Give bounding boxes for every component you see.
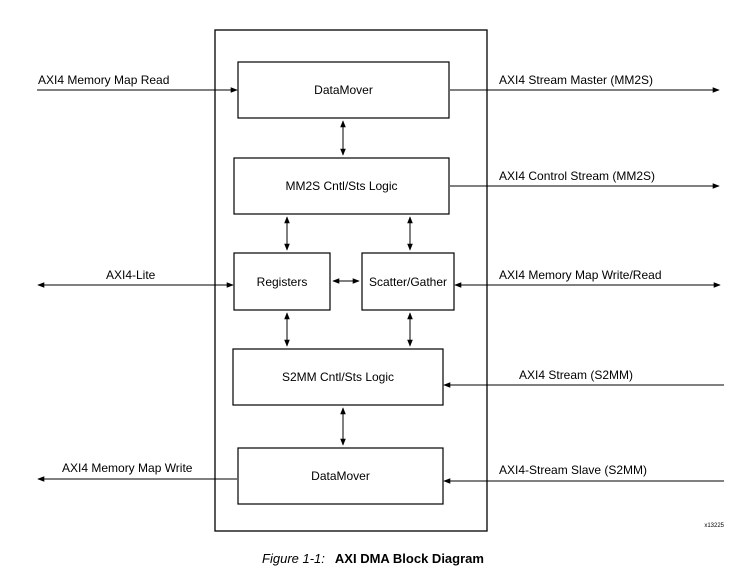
mm2s-logic-block: MM2S Cntl/Sts Logic [233,157,450,215]
axi4-control-stream-label: AXI4 Control Stream (MM2S) [499,169,655,183]
figure-caption: Figure 1-1: AXI DMA Block Diagram [262,551,484,566]
mm2s-logic-label: MM2S Cntl/Sts Logic [285,179,397,193]
axi4-stream-slave-label: AXI4-Stream Slave (S2MM) [499,463,647,477]
scatter-gather-label: Scatter/Gather [369,275,447,289]
axi-dma-core-frame [214,29,488,532]
axi4-lite-label: AXI4-Lite [106,268,156,282]
figure-reference-id: x13225 [704,523,724,529]
s2mm-logic-label: S2MM Cntl/Sts Logic [282,370,394,384]
datamover-top-label: DataMover [314,83,373,97]
axi4-mm-write-label: AXI4 Memory Map Write [62,461,193,475]
axi4-stream-s2mm-label: AXI4 Stream (S2MM) [519,368,633,382]
figure-caption-label: Figure 1-1: [262,551,325,566]
registers-label: Registers [257,275,308,289]
datamover-top-block: DataMover [237,61,450,119]
registers-block: Registers [233,252,331,311]
axi4-stream-master-label: AXI4 Stream Master (MM2S) [499,73,653,87]
s2mm-logic-block: S2MM Cntl/Sts Logic [232,348,444,406]
figure-caption-title: AXI DMA Block Diagram [335,551,484,566]
datamover-bottom-block: DataMover [237,447,444,505]
scatter-gather-block: Scatter/Gather [361,252,455,311]
datamover-bottom-label: DataMover [311,469,370,483]
axi4-mm-read-label: AXI4 Memory Map Read [38,73,169,87]
axi4-mm-write-read-label: AXI4 Memory Map Write/Read [499,268,662,282]
